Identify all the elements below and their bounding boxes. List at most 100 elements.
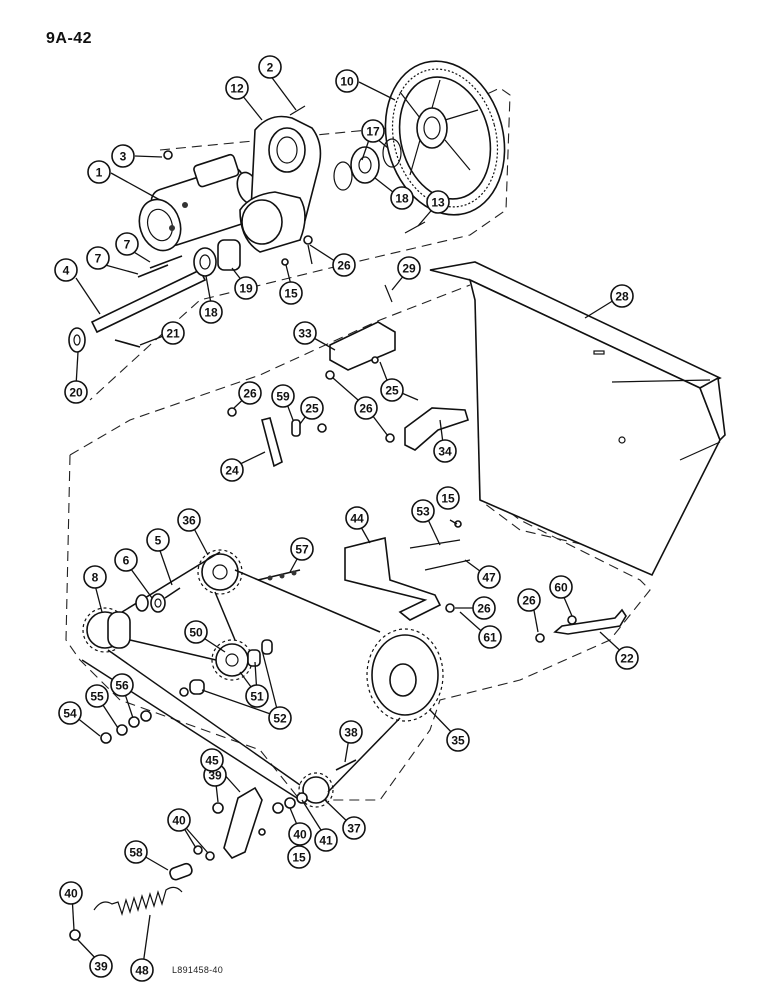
callout-number: 58 <box>129 846 143 860</box>
callout-38: 38 <box>339 720 363 744</box>
callout-number: 56 <box>115 679 129 693</box>
callout-1: 1 <box>87 160 111 184</box>
mounting-bar <box>535 608 627 643</box>
idler-hardware <box>100 710 152 744</box>
callout-number: 61 <box>483 631 497 645</box>
callout-number: 7 <box>95 252 102 266</box>
shield-brackets <box>329 284 469 451</box>
callout-number: 15 <box>292 851 306 865</box>
callout-61: 61 <box>478 625 502 649</box>
page-title: 9A-42 <box>46 30 93 47</box>
callout-number: 26 <box>337 259 351 273</box>
callout-45: 45 <box>200 748 224 772</box>
callout-53: 53 <box>411 499 435 523</box>
callout-7: 7 <box>115 232 139 256</box>
callout-51: 51 <box>245 684 269 708</box>
callout-33: 33 <box>293 321 317 345</box>
large-gear <box>384 60 506 216</box>
callout-number: 22 <box>620 652 634 666</box>
callout-number: 47 <box>482 571 496 585</box>
bearing-assembly <box>333 138 402 191</box>
callout-number: 40 <box>293 828 307 842</box>
tensioner-arm <box>193 759 357 861</box>
callout-56: 56 <box>110 673 134 697</box>
callout-number: 25 <box>385 384 399 398</box>
callout-6: 6 <box>114 548 138 572</box>
callout-number: 26 <box>243 387 257 401</box>
callout-number: 6 <box>123 554 130 568</box>
callout-number: 4 <box>63 264 70 278</box>
callout-39: 39 <box>89 954 113 978</box>
callout-number: 41 <box>319 834 333 848</box>
callout-10: 10 <box>335 69 359 93</box>
callout-25: 25 <box>300 396 324 420</box>
callout-37: 37 <box>342 816 366 840</box>
callout-41: 41 <box>314 828 338 852</box>
callout-number: 8 <box>92 571 99 585</box>
callout-number: 24 <box>225 464 239 478</box>
callout-number: 50 <box>189 626 203 640</box>
callout-number: 26 <box>522 594 536 608</box>
callout-number: 36 <box>182 514 196 528</box>
callout-number: 55 <box>90 690 104 704</box>
callout-52: 52 <box>268 706 292 730</box>
callout-19: 19 <box>234 276 258 300</box>
callout-number: 28 <box>615 290 629 304</box>
callout-15: 15 <box>287 845 311 869</box>
callout-54: 54 <box>58 701 82 725</box>
callout-number: 39 <box>208 769 222 783</box>
callout-number: 51 <box>250 690 264 704</box>
callout-number: 54 <box>63 707 77 721</box>
callout-22: 22 <box>615 646 639 670</box>
tension-spring <box>69 862 193 941</box>
callout-26: 26 <box>238 381 262 405</box>
callout-number: 13 <box>431 196 445 210</box>
callout-number: 1 <box>96 166 103 180</box>
callout-21: 21 <box>161 321 185 345</box>
callout-2: 2 <box>258 55 282 79</box>
drive-shaft-assembly <box>68 239 241 353</box>
callout-44: 44 <box>345 506 369 530</box>
callout-number: 35 <box>451 734 465 748</box>
callout-12: 12 <box>225 76 249 100</box>
callout-number: 45 <box>205 754 219 768</box>
callout-28: 28 <box>610 284 634 308</box>
callout-26: 26 <box>517 588 541 612</box>
callout-number: 38 <box>344 726 358 740</box>
callout-18: 18 <box>199 300 223 324</box>
callout-25: 25 <box>380 378 404 402</box>
callout-3: 3 <box>111 144 135 168</box>
tensioner-bracket <box>344 520 471 621</box>
callout-number: 5 <box>155 534 162 548</box>
callout-29: 29 <box>397 256 421 280</box>
callout-number: 60 <box>554 581 568 595</box>
callout-number: 44 <box>350 512 364 526</box>
callout-5: 5 <box>146 528 170 552</box>
callout-number: 21 <box>166 327 180 341</box>
callout-26: 26 <box>332 253 356 277</box>
callout-number: 26 <box>359 402 373 416</box>
callout-24: 24 <box>220 458 244 482</box>
callout-26: 26 <box>354 396 378 420</box>
callout-40: 40 <box>167 808 191 832</box>
callout-number: 34 <box>438 445 452 459</box>
callout-number: 37 <box>347 822 361 836</box>
mounting-strap <box>227 356 395 468</box>
callout-labels: 1234567781012131515151718181920212224252… <box>54 55 639 982</box>
callout-number: 20 <box>69 386 83 400</box>
callout-number: 3 <box>120 150 127 164</box>
callout-number: 57 <box>295 543 309 557</box>
callout-number: 18 <box>395 192 409 206</box>
callout-number: 40 <box>64 887 78 901</box>
callout-number: 33 <box>298 327 312 341</box>
callout-number: 48 <box>135 964 149 978</box>
lower-assembly-boundary <box>69 284 471 456</box>
callout-13: 13 <box>426 190 450 214</box>
drive-bracket <box>239 115 322 253</box>
callout-35: 35 <box>446 728 470 752</box>
callout-17: 17 <box>361 119 385 143</box>
callout-15: 15 <box>436 486 460 510</box>
callout-number: 26 <box>477 602 491 616</box>
sprocket-washers <box>135 587 181 613</box>
